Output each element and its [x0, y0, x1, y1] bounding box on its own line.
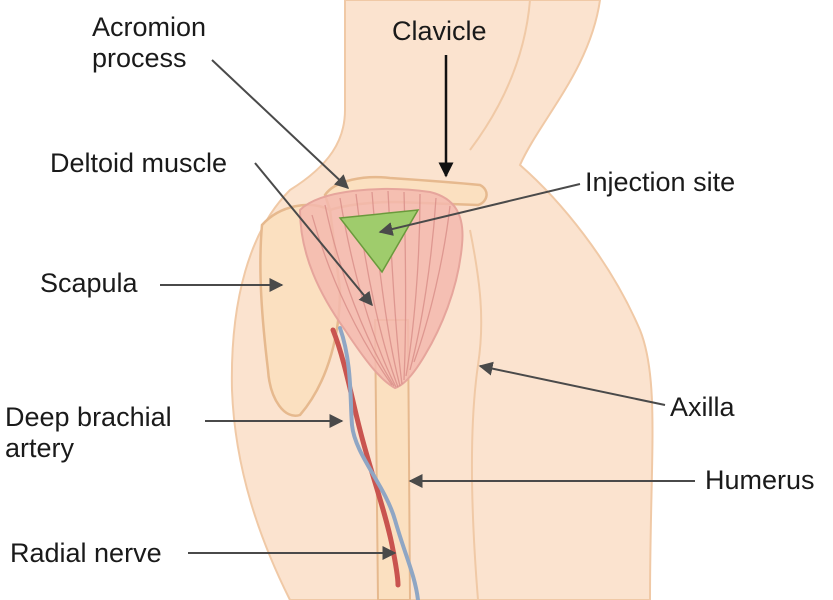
deltoid-label: Deltoid muscle — [50, 148, 228, 178]
injection-site-label: Injection site — [585, 167, 736, 197]
axilla-label: Axilla — [670, 392, 735, 422]
acromion-label-line1: Acromion — [92, 12, 207, 42]
pointer-lines — [160, 59, 695, 560]
axilla-fold — [469, 229, 483, 600]
radial-nerve — [338, 326, 420, 600]
neck-outline — [469, 0, 531, 151]
humerus-label: Humerus — [705, 465, 815, 495]
clavicle-label: Clavicle — [392, 16, 487, 46]
injection-site-triangle — [338, 209, 420, 274]
deep-brachial-label-line2: artery — [5, 433, 75, 463]
acromion-pointer — [211, 59, 350, 189]
axilla-pointer — [478, 361, 666, 406]
radial-nerve-label: Radial nerve — [10, 538, 162, 568]
deltoid-pointer — [254, 162, 373, 307]
acromion-label-line2: process — [92, 43, 187, 73]
deep-brachial-label-line1: Deep brachial — [5, 402, 172, 432]
injection-site-pointer — [378, 183, 581, 236]
scapula-label: Scapula — [40, 268, 138, 298]
